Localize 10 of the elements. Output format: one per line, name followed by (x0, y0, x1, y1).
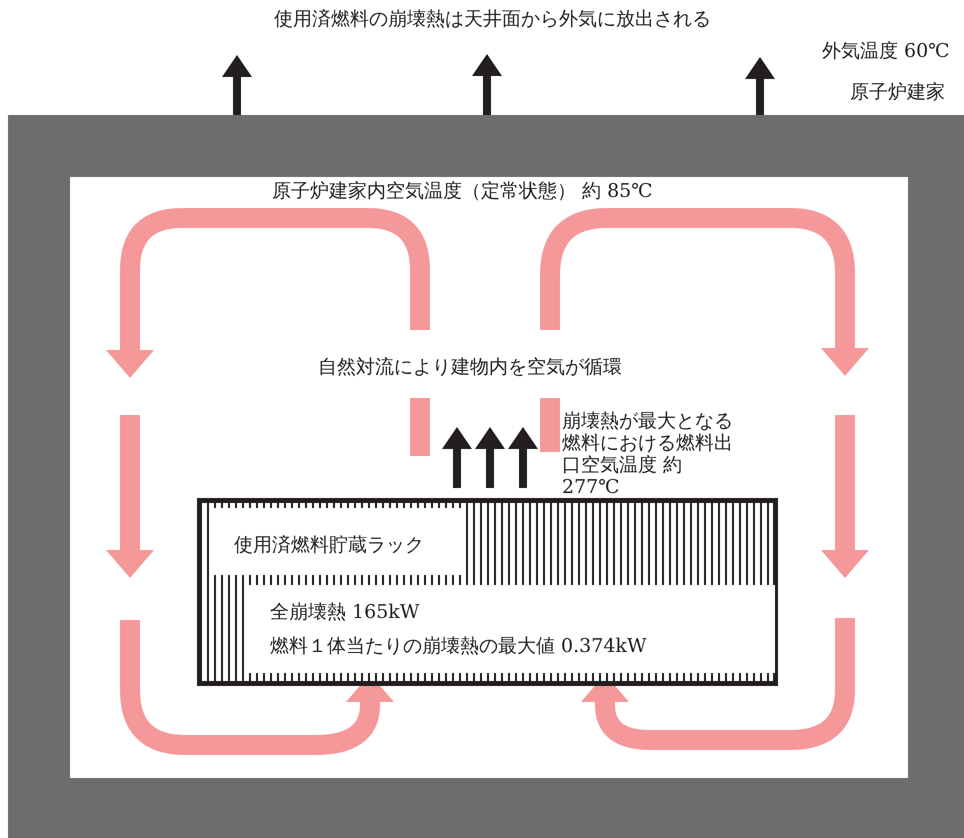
info-text: 燃料１体当たりの崩壊熱の最大値 0.374kW (270, 635, 646, 658)
building-label: 原子炉建家 (850, 81, 945, 104)
temperature-label: 原子炉建家内空気温度（定常状態） 約 85℃ (272, 180, 653, 203)
info-text: 全崩壊熱 165kW (270, 601, 420, 624)
flow-label: 自然対流により建物内を空気が循環 (318, 356, 622, 379)
temperature-label: 外気温度 60℃ (822, 40, 950, 63)
temperature-label: 崩壊熱が最大となる燃料における燃料出口空気温度 約 277℃ (562, 410, 734, 498)
title: 使用済燃料の崩壊熱は天井面から外気に放出される (274, 8, 711, 31)
storage-rack (197, 498, 778, 686)
rack-label: 使用済燃料貯蔵ラック (211, 508, 461, 575)
